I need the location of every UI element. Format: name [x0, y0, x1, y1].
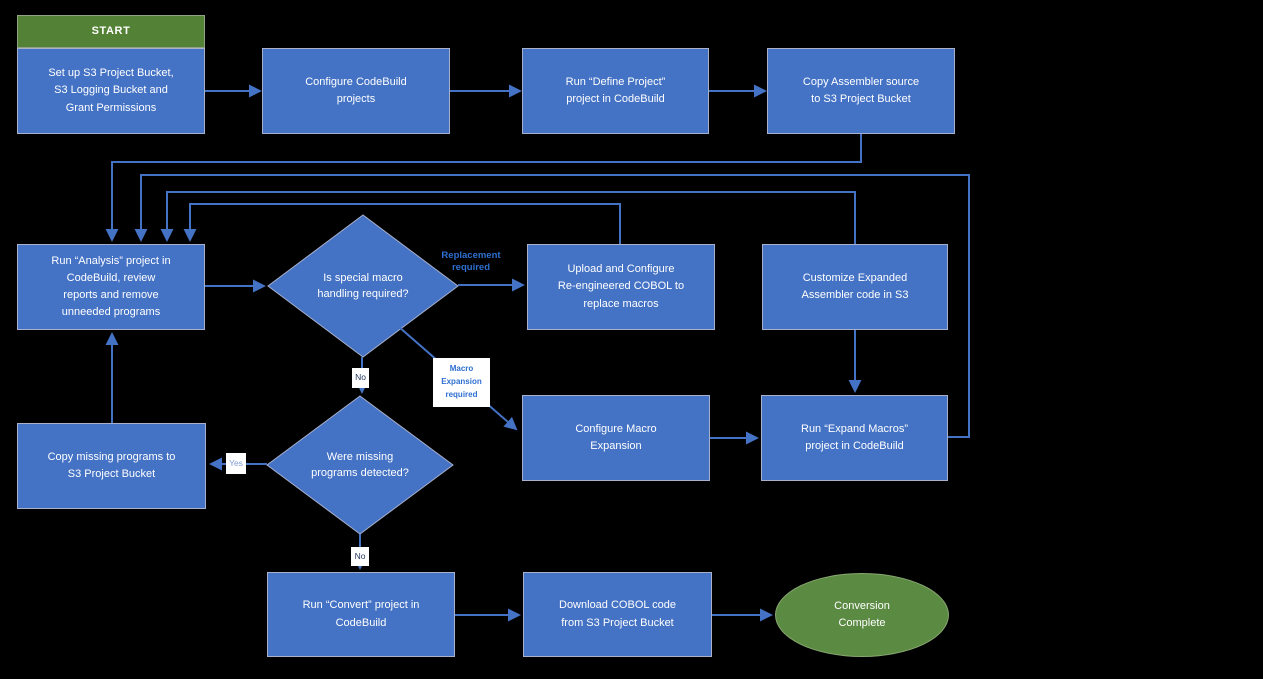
- node-configure-macro-expansion: Configure Macro Expansion: [522, 395, 710, 481]
- connector-upload-to-analysis: [183, 203, 621, 244]
- edge-label-yes-missing: Yes: [226, 453, 246, 474]
- node-copy-missing-programs: Copy missing programs to S3 Project Buck…: [17, 423, 206, 509]
- connector-expandmacros-to-analysis: [134, 174, 970, 438]
- edge-label-no-special-macro: No: [352, 368, 369, 388]
- node-run-expand-macros: Run “Expand Macros” project in CodeBuild: [761, 395, 948, 481]
- node-configure-codebuild-projects: Configure CodeBuild projects: [262, 48, 450, 134]
- decision-missing-programs-label: Were missing programs detected?: [311, 450, 409, 480]
- connector-copyassembler-to-analysis: [105, 134, 862, 242]
- edge-label-replacement-required: Replacement required: [441, 249, 501, 273]
- node-setup-s3-buckets: Set up S3 Project Bucket, S3 Logging Buc…: [17, 48, 205, 134]
- node-customize-expanded-assembler: Customize Expanded Assembler code in S3: [762, 244, 948, 330]
- edge-label-macro-expansion-required: Macro Expansion required: [433, 358, 490, 407]
- connector-customize-to-analysis: [160, 191, 856, 244]
- node-download-cobol-code: Download COBOL code from S3 Project Buck…: [523, 572, 712, 657]
- node-upload-reengineered-cobol: Upload and Configure Re-engineered COBOL…: [527, 244, 715, 330]
- node-run-convert-project: Run “Convert” project in CodeBuild: [267, 572, 455, 657]
- node-run-analysis-project: Run “Analysis” project in CodeBuild, rev…: [17, 244, 205, 330]
- decision-special-macro-label: Is special macro handling required?: [317, 271, 409, 301]
- node-start: START: [17, 15, 205, 48]
- node-conversion-complete: Conversion Complete: [775, 573, 949, 657]
- edge-label-no-missing: No: [351, 547, 369, 566]
- node-copy-assembler-source: Copy Assembler source to S3 Project Buck…: [767, 48, 955, 134]
- node-run-define-project: Run “Define Project” project in CodeBuil…: [522, 48, 709, 134]
